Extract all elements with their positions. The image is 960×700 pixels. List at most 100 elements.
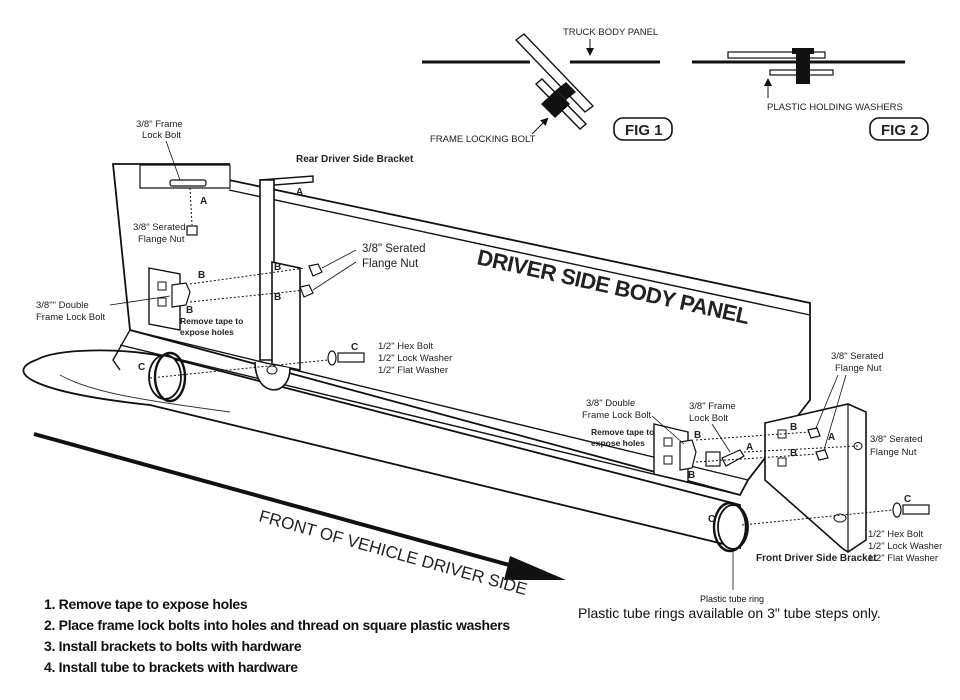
rear-double-bolt xyxy=(171,282,191,308)
front-arrow-head xyxy=(504,556,566,580)
front-hex-washer xyxy=(892,502,902,518)
front-nut-1 xyxy=(807,427,821,439)
front-serated-top-2: Flange Nut xyxy=(835,363,882,374)
front-hex-dotted xyxy=(741,509,894,526)
rear-double-label-2: Frame Lock Bolt xyxy=(36,312,106,323)
fig1-frame-locking-bolt-label: FRAME LOCKING BOLT xyxy=(430,134,536,145)
rear-double-bolt-group: B B 3/8"" Double Frame Lock Bolt Remove … xyxy=(36,267,306,337)
rear-bolt-a-letter: A xyxy=(200,196,207,207)
tube-front-ring xyxy=(712,501,748,553)
rear-bracket-b1: B xyxy=(274,262,281,273)
front-double-b1: B xyxy=(694,430,701,441)
panel-top-lip xyxy=(228,189,811,316)
front-lock-leader xyxy=(711,423,731,453)
rear-hex-dotted xyxy=(149,359,329,379)
rear-hex-label-3: 1/2" Flat Washer xyxy=(378,365,448,376)
rear-dotted-2 xyxy=(189,289,306,303)
tube-front-c-letter: C xyxy=(708,514,715,525)
fig1-badge xyxy=(613,117,673,141)
rear-bracket-loop xyxy=(254,361,291,391)
front-bracket-b1: B xyxy=(790,422,797,433)
rear-nut-2 xyxy=(299,284,314,298)
panel-rear-curve xyxy=(112,329,131,371)
fig2-plastic-holding-washers-label: PLASTIC HOLDING WASHERS xyxy=(767,102,903,113)
rear-nuts-group: 3/8" Serated Flange Nut xyxy=(299,243,426,298)
step-4: 4. Install tube to brackets with hardwar… xyxy=(44,659,298,675)
front-nut-2 xyxy=(815,449,829,461)
rear-serated-small-label-1: 3/8" Serated xyxy=(133,222,186,233)
tube-rear-c-letter: C xyxy=(138,362,145,373)
rear-nut-leader-1 xyxy=(321,249,357,269)
step-3: 3. Install brackets to bolts with hardwa… xyxy=(44,638,302,654)
front-dotted-3 xyxy=(743,445,859,453)
panel-bottom-edge xyxy=(129,329,749,481)
fig2-badge xyxy=(869,117,929,141)
step-2: 2. Place frame lock bolts into holes and… xyxy=(44,617,510,633)
fig1-label: FIG 1 xyxy=(625,122,663,139)
front-bracket: B B A Front Driver Side Bracket xyxy=(756,403,877,564)
front-double-leader xyxy=(651,415,685,445)
rear-serated-big-label-2: Flange Nut xyxy=(362,258,419,270)
front-serated-right-2: Flange Nut xyxy=(870,447,917,458)
front-hex-label-3: 1/2" Flat Washer xyxy=(868,553,938,564)
panel-rear-recess xyxy=(139,164,231,189)
rear-frame-lock-bolt-label-1: 3/8" Frame xyxy=(136,119,183,130)
rear-dotted-1 xyxy=(189,267,306,285)
fig1-bolt-arrow xyxy=(531,117,549,135)
step-1: 1. Remove tape to expose holes xyxy=(44,596,248,612)
fig1-truck-body-panel-label: TRUCK BODY PANEL xyxy=(563,27,658,38)
rear-bracket-hole xyxy=(266,365,278,375)
rear-remove-tape-2: expose holes xyxy=(180,327,234,337)
rear-double-b2: B xyxy=(186,305,193,316)
front-bracket-a: A xyxy=(828,432,835,443)
rear-frame-lock-bolt-group: 3/8" Frame Lock Bolt A 3/8" Serated Flan… xyxy=(133,119,207,245)
front-double-label-2: Frame Lock Bolt xyxy=(582,410,652,421)
front-hex-bolt-group: C 1/2" Hex Bolt 1/2" Lock Washer 1/2" Fl… xyxy=(741,494,942,564)
rear-hex-label-1: 1/2" Hex Bolt xyxy=(378,341,433,352)
rear-nut-1 xyxy=(308,263,323,277)
plastic-tube-ring-label: Plastic tube ring xyxy=(700,594,765,604)
front-remove-tape-2: expose holes xyxy=(591,438,645,448)
front-hex-bolt xyxy=(902,504,930,515)
rear-bracket-plate xyxy=(271,261,301,371)
front-lock-label-2: Lock Bolt xyxy=(689,413,728,424)
front-bracket-plate xyxy=(764,403,867,553)
rear-tape-hole-2 xyxy=(157,297,167,307)
rear-hex-bolt-group: C 1/2" Hex Bolt 1/2" Lock Washer 1/2" Fl… xyxy=(149,341,452,379)
rear-frame-lock-bolt xyxy=(169,179,207,187)
front-double-label-1: 3/8" Double xyxy=(586,398,635,409)
front-remove-tape-1: Remove tape to xyxy=(591,427,654,437)
tube-step: C C xyxy=(22,349,749,553)
front-of-vehicle-label: FRONT OF VEHICLE DRIVER SIDE xyxy=(257,507,529,599)
front-arrow-shaft xyxy=(33,432,521,570)
rear-remove-tape-1: Remove tape to xyxy=(180,316,243,326)
front-bracket-b2: B xyxy=(790,448,797,459)
rear-hex-label-2: 1/2" Lock Washer xyxy=(378,353,452,364)
front-dotted-1 xyxy=(695,431,811,441)
fig2-bolt-head xyxy=(792,48,814,54)
front-tape-hole-2 xyxy=(663,455,673,465)
rear-tape-hole-1 xyxy=(157,281,167,291)
front-bracket-slot-1 xyxy=(777,429,787,439)
fig1-bolt-head xyxy=(541,90,570,118)
front-bracket-title: Front Driver Side Bracket xyxy=(756,553,877,564)
rear-serated-big-label-1: 3/8" Serated xyxy=(362,243,426,255)
fig2-detail: PLASTIC HOLDING WASHERS FIG 2 xyxy=(692,48,929,141)
front-serated-top-1: 3/8" Serated xyxy=(831,351,884,362)
rear-frame-lock-bolt-leader xyxy=(165,140,181,181)
panel-bottom-lip xyxy=(119,344,741,496)
rear-bracket-a-letter: A xyxy=(296,187,303,198)
tube-ring-note: Plastic tube rings available on 3" tube … xyxy=(578,605,881,621)
rear-bracket-title: Rear Driver Side Bracket xyxy=(296,154,414,165)
fig2-label: FIG 2 xyxy=(881,122,919,139)
rear-hex-washer xyxy=(327,350,337,366)
fig2-top-washer xyxy=(727,51,826,59)
fig2-bolt-body xyxy=(796,54,810,84)
tube-highlight xyxy=(59,374,231,413)
rear-hex-c-letter: C xyxy=(351,342,358,353)
front-hex-label-1: 1/2" Hex Bolt xyxy=(868,529,923,540)
front-bracket-hole xyxy=(833,513,847,523)
front-double-bolt xyxy=(679,439,697,471)
front-double-bolt-group: B B A 3/8" Double Frame Lock Bolt Remove… xyxy=(582,398,859,483)
